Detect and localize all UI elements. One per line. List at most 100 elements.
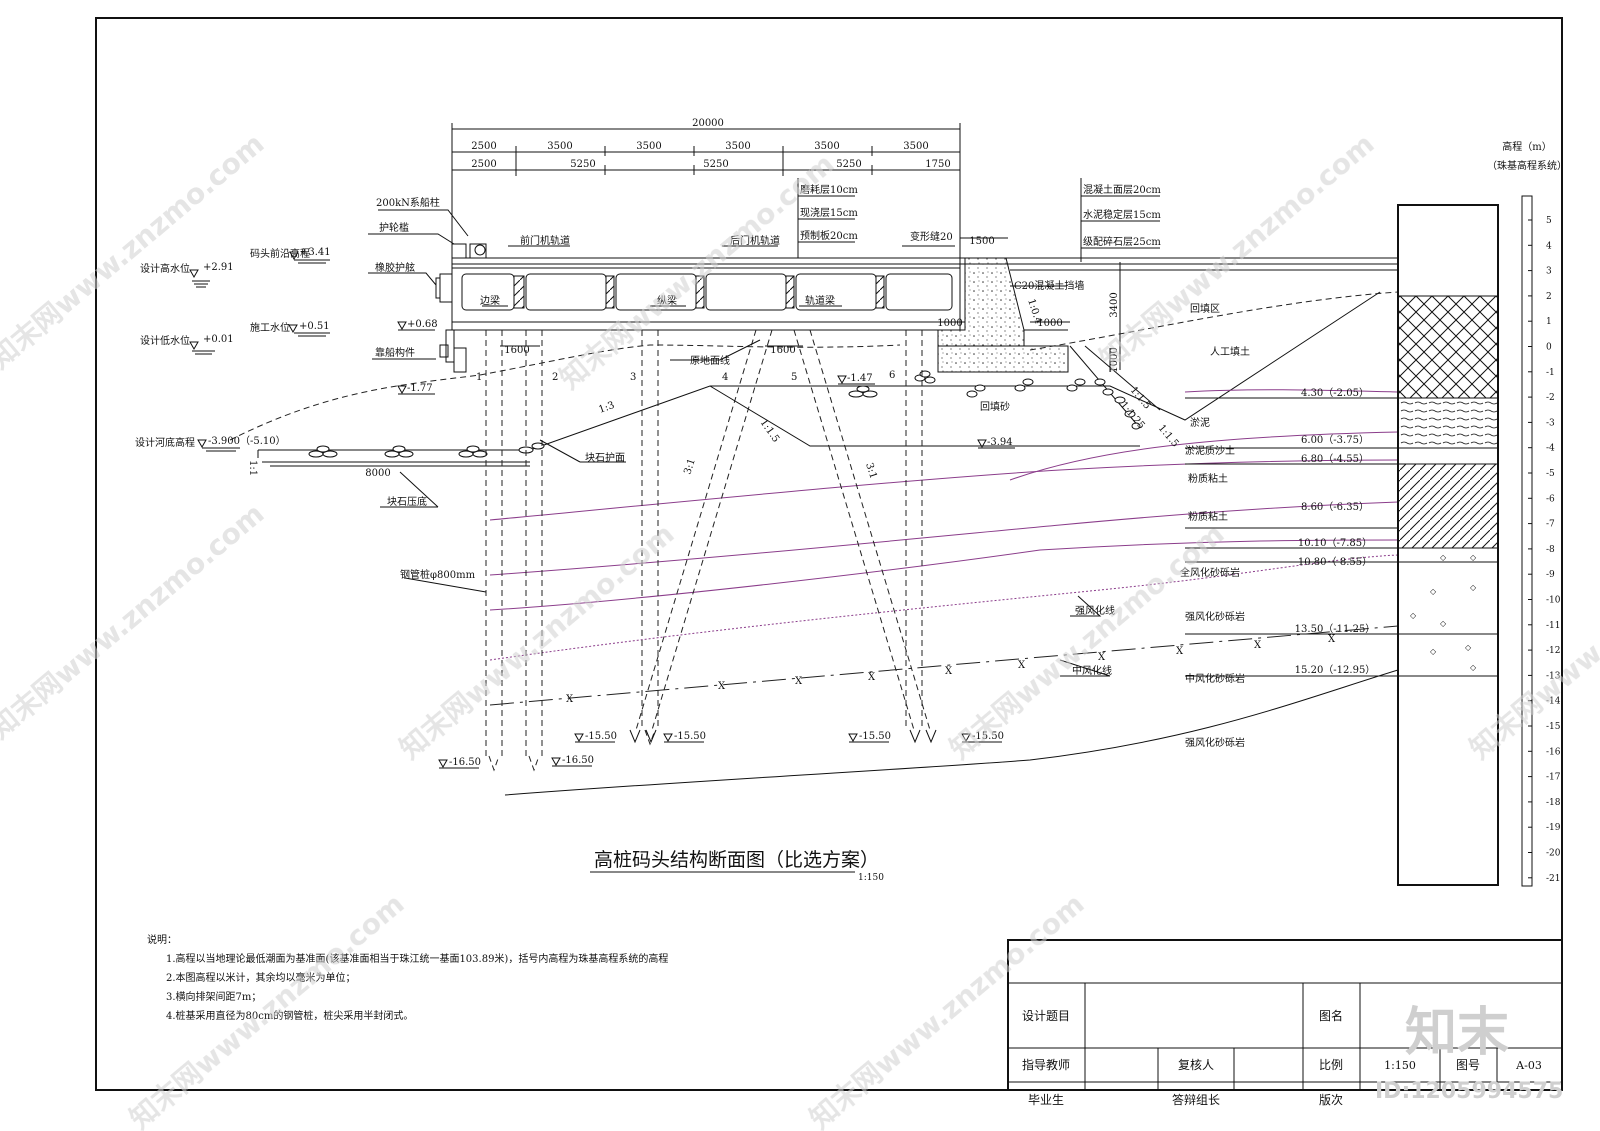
tb-advisor: 指导教师 — [1022, 1057, 1070, 1072]
pile-number: 2 — [552, 372, 558, 383]
label-original-ground: 原地面线 — [690, 354, 730, 367]
design-low-label: 设计低水位 — [140, 334, 190, 347]
label-cross-beam: 纵梁 — [657, 294, 677, 307]
dim-row1: 3500 — [636, 141, 661, 152]
deck-structure — [435, 243, 1398, 373]
pavement-layer: 混凝土面层20cm — [1083, 183, 1161, 196]
slope-ratio: 1:3 — [597, 400, 616, 416]
watermark-text: 知末网www.znzmo.com — [393, 517, 680, 765]
soil-name: 全风化砂砾岩 — [1180, 566, 1240, 579]
elevation-scale-label: -10 — [1546, 596, 1561, 606]
svg-text:◇: ◇ — [1440, 553, 1447, 562]
elevation-scale-bar — [1521, 195, 1533, 887]
note-item: 4.桩基采用直径为80cm的钢管桩，桩尖采用半封闭式。 — [166, 1009, 413, 1022]
elevation-scale-label: -3 — [1546, 418, 1555, 428]
pile-tip-elev: -16.50 — [562, 755, 594, 766]
svg-text:◇: ◇ — [1440, 619, 1447, 628]
wall-slope: 1:0.4 — [1025, 298, 1043, 326]
title-block — [1007, 939, 1563, 1091]
elevation-scale-label: -18 — [1546, 798, 1561, 808]
label-artificial-fill: 人工填土 — [1210, 345, 1250, 358]
label-front-rail: 前门机轨道 — [520, 234, 570, 247]
soil-depth: 10.10（-7.85） — [1298, 537, 1372, 549]
tb-drawing-no-value: A-03 — [1515, 1059, 1542, 1072]
wall-top-dim: 1500 — [969, 236, 994, 247]
elevation-scale-label: -14 — [1546, 697, 1561, 707]
tb-defense-leader: 答辩组长 — [1172, 1092, 1220, 1107]
front-edge-label: 码头前沿高程 — [250, 247, 310, 260]
watermark-text: 知末网www.znzmo.com — [1093, 127, 1380, 375]
steel-piles — [485, 329, 937, 772]
tb-edition: 版次 — [1319, 1093, 1343, 1107]
design-low-value: +0.01 — [203, 334, 234, 345]
wall-height-dim: 3400 — [1109, 292, 1120, 317]
elevation-scale-ticks: 543210-1-2-3-4-5-6-7-8-9-10-11-12-13-14-… — [1528, 216, 1561, 884]
pavement-layer: 磨耗层10cm — [800, 184, 858, 196]
water-level-markers — [189, 251, 1015, 452]
label-leaders — [368, 209, 1111, 677]
slope-ratio: 3:1 — [863, 462, 878, 481]
svg-text:◇: ◇ — [1470, 663, 1477, 672]
pavement-right-callout — [1080, 178, 1160, 262]
retaining-wall — [937, 237, 1121, 373]
dim-row1: 3500 — [814, 141, 839, 152]
elevation-scale-label: -4 — [1546, 444, 1555, 454]
svg-text:◇: ◇ — [1410, 611, 1417, 620]
front-edge-value: +3.41 — [300, 247, 331, 258]
drawing-title: 高桩码头结构断面图（比选方案） — [594, 849, 879, 871]
elevation-mark: -3.94 — [987, 437, 1013, 448]
soil-boundaries — [489, 389, 1399, 796]
dim-row2: 5250 — [570, 159, 595, 170]
tb-scale-label: 比例 — [1319, 1058, 1343, 1072]
rubble-stones — [308, 370, 1141, 458]
construction-label: 施工水位 — [250, 321, 290, 334]
label-medium-line: 中风化线 — [1072, 664, 1112, 677]
note-item: 1.高程以当地理论最低潮面为基准面(该基准面相当于珠江统一基面103.89米)，… — [166, 952, 668, 965]
label-kerb: 护轮槛 — [379, 221, 409, 234]
dim-row1: 2500 — [471, 141, 496, 152]
river-bed-value: -3.900（-5.10） — [208, 435, 286, 447]
toe-length-dim: 8000 — [365, 468, 390, 479]
wall-base-dim: 1000 — [1037, 318, 1062, 329]
dim-row2: 5250 — [836, 159, 861, 170]
dim-overall: 20000 — [692, 118, 724, 129]
pavement-layer: 现浇层15cm — [800, 206, 858, 219]
elevation-scale-label: -7 — [1546, 520, 1555, 530]
watermark-text: 知末网www.znzmo.com — [0, 497, 270, 745]
svg-text:X: X — [795, 676, 803, 687]
soil-depth: 4.30（-2.05） — [1301, 387, 1369, 399]
svg-text:X: X — [1176, 646, 1184, 657]
elevation-scale-label: -19 — [1546, 823, 1561, 833]
pavement-layer: 级配碎石层25cm — [1083, 235, 1161, 248]
soil-depth: 10.80（-8.55） — [1298, 556, 1372, 568]
soil-depth: 8.60（-6.35） — [1301, 501, 1369, 513]
elevation-scale-label: -11 — [1546, 621, 1561, 631]
svg-text:◇: ◇ — [1470, 583, 1477, 592]
design-high-label: 设计高水位 — [140, 262, 190, 275]
svg-text:◇: ◇ — [1470, 553, 1477, 562]
elevation-scale-label: 3 — [1546, 267, 1552, 277]
slope-ratio: 1:1.5 — [758, 417, 782, 444]
pile-spacing-dim: 1600 — [504, 345, 529, 356]
svg-text:X: X — [868, 672, 876, 683]
soil-depth: 6.80（-4.55） — [1301, 453, 1369, 465]
elevation-scale-label: -15 — [1546, 722, 1561, 732]
dim-row1: 3500 — [547, 141, 572, 152]
tb-reviewer: 复核人 — [1178, 1058, 1214, 1072]
svg-text:◇: ◇ — [1430, 587, 1437, 596]
soil-depth: 6.00（-3.75） — [1301, 434, 1369, 446]
elevation-mark: -1.77 — [407, 383, 433, 394]
label-edge-beam: 边梁 — [480, 294, 500, 307]
svg-text:X: X — [1098, 652, 1106, 663]
pile-number: 4 — [722, 372, 728, 383]
tb-design-topic: 设计题目 — [1022, 1009, 1070, 1023]
soil-depth: 15.20（-12.95） — [1295, 664, 1376, 676]
elevation-scale-subtitle: （珠基高程系统） — [1487, 159, 1567, 172]
label-toe-rock: 块石压底 — [387, 495, 427, 508]
pavement-layer: 预制板20cm — [800, 229, 858, 242]
pavement-left-callout — [797, 178, 855, 258]
tb-student: 毕业生 — [1028, 1093, 1064, 1107]
label-rail-beam: 轨道梁 — [805, 294, 835, 307]
pile-tip-elev: -15.50 — [972, 731, 1004, 742]
